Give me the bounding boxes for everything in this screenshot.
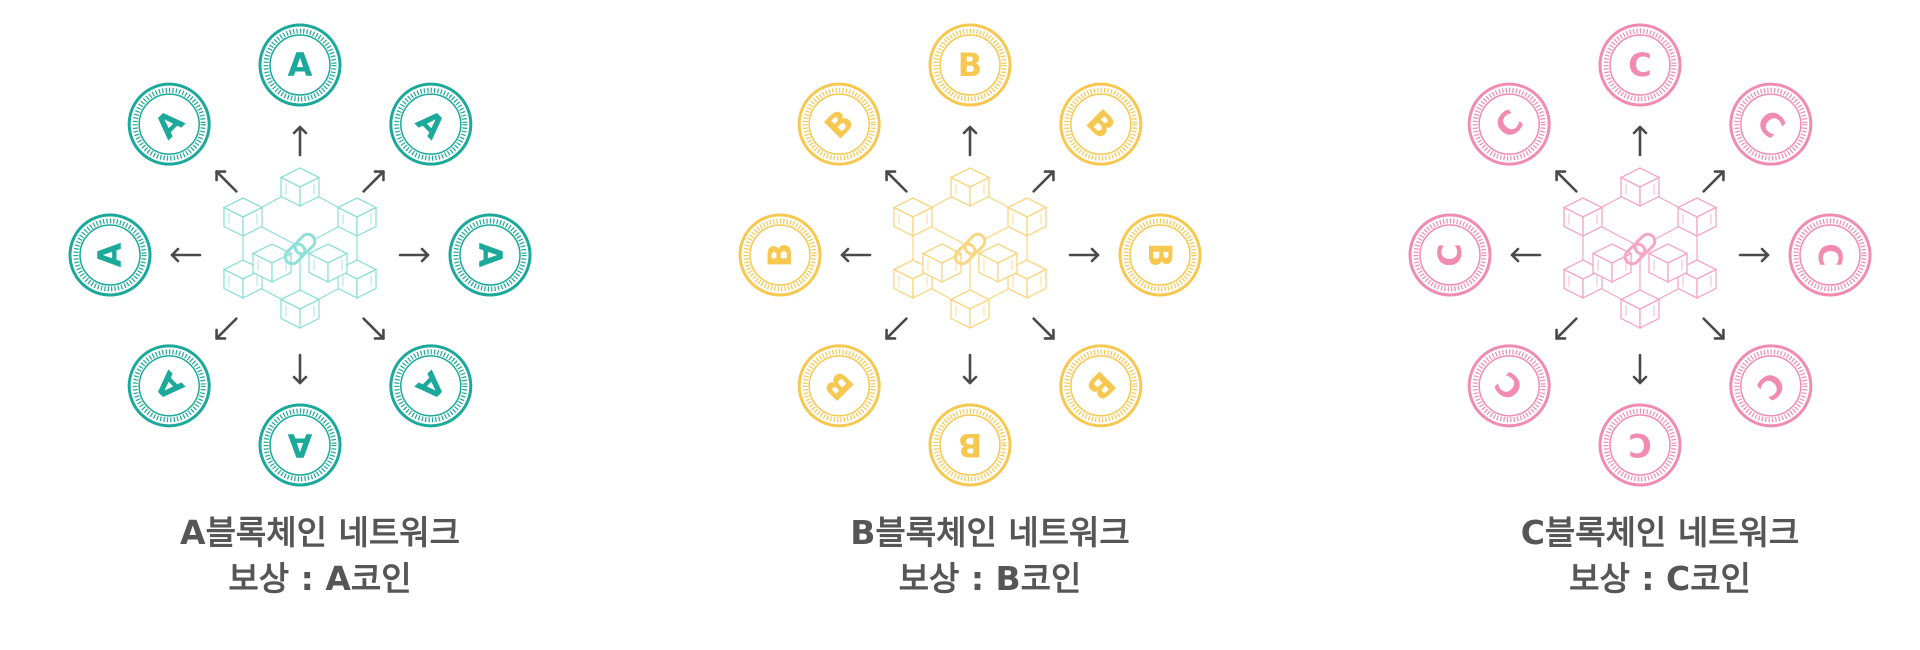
arrow-icon-bottom-a xyxy=(292,353,308,385)
network-panel-b: B B B B B B B B B블록체인 네트워크 보상 : B코인 xyxy=(670,0,1310,650)
coin-icon-left-c: C xyxy=(1408,213,1492,297)
arrow-icon-bottom-left-c xyxy=(1555,317,1578,340)
arrow-icon-right-a xyxy=(398,247,430,263)
svg-text:C: C xyxy=(1628,426,1651,464)
arrow-icon-top-b xyxy=(962,125,978,157)
arrow-icon-top-left-b xyxy=(885,170,908,193)
arrow-icon-top-c xyxy=(1632,125,1648,157)
arrow-icon-bottom-left-a xyxy=(215,317,238,340)
network-title-b: B블록체인 네트워크 xyxy=(850,513,1130,552)
coin-icon-bottom-b: B xyxy=(928,403,1012,487)
coin-icon-top-c: C xyxy=(1598,23,1682,107)
network-caption-b: B블록체인 네트워크 보상 : B코인 xyxy=(670,510,1310,602)
coin-icon-left-a: A xyxy=(68,213,152,297)
coin-icon-bottom-left-b: B xyxy=(797,344,881,428)
block-cluster-b xyxy=(892,167,1048,330)
coin-icon-bottom-c: C xyxy=(1598,403,1682,487)
svg-text:B: B xyxy=(1141,243,1179,267)
arrow-icon-bottom-b xyxy=(962,353,978,385)
svg-text:A: A xyxy=(288,46,313,84)
arrow-icon-right-b xyxy=(1068,247,1100,263)
svg-text:C: C xyxy=(1431,243,1469,266)
svg-text:A: A xyxy=(91,242,129,267)
coin-icon-top-left-b: B xyxy=(797,82,881,166)
network-panel-c: C C C C C C C C C블록체인 네트워크 보상 : C코인 xyxy=(1340,0,1920,650)
coin-icon-top-right-a: A xyxy=(389,82,473,166)
coin-icon-right-b: B xyxy=(1118,213,1202,297)
network-reward-c: 보상 : C코인 xyxy=(1569,559,1751,598)
network-graphic-c: C C C C C C C C xyxy=(1408,23,1872,487)
network-caption-c: C블록체인 네트워크 보상 : C코인 xyxy=(1340,510,1920,602)
coin-icon-right-c: C xyxy=(1788,213,1872,297)
svg-text:C: C xyxy=(1811,243,1849,266)
network-title-c: C블록체인 네트워크 xyxy=(1520,513,1800,552)
network-caption-a: A블록체인 네트워크 보상 : A코인 xyxy=(0,510,640,602)
network-graphic-b: B B B B B B B B xyxy=(738,23,1202,487)
svg-text:B: B xyxy=(958,46,982,84)
chain-link-icon-a xyxy=(283,232,317,266)
network-reward-b: 보상 : B코인 xyxy=(898,559,1082,598)
arrow-icon-bottom-left-b xyxy=(885,317,908,340)
arrow-icon-left-c xyxy=(1510,247,1542,263)
coin-icon-right-a: A xyxy=(448,213,532,297)
chain-link-icon-c xyxy=(1623,232,1657,266)
arrow-icon-bottom-right-b xyxy=(1032,317,1055,340)
svg-text:A: A xyxy=(287,426,312,464)
coin-icon-bottom-a: A xyxy=(258,403,342,487)
coin-icon-top-right-b: B xyxy=(1059,82,1143,166)
network-panel-a: A A A A A A A A A블록체인 네트워크 보상 : A코인 xyxy=(0,0,640,650)
coin-icon-top-b: B xyxy=(928,23,1012,107)
arrow-icon-bottom-c xyxy=(1632,353,1648,385)
arrow-icon-bottom-right-a xyxy=(362,317,385,340)
arrow-icon-top-left-a xyxy=(215,170,238,193)
coin-icon-bottom-right-a: A xyxy=(389,344,473,428)
coin-icon-top-a: A xyxy=(258,23,342,107)
coin-icon-bottom-left-a: A xyxy=(127,344,211,428)
coin-icon-bottom-left-c: C xyxy=(1467,344,1551,428)
svg-text:B: B xyxy=(761,243,799,267)
network-graphic-a: A A A A A A A A xyxy=(68,23,532,487)
coin-icon-bottom-right-b: B xyxy=(1059,344,1143,428)
arrow-icon-top-left-c xyxy=(1555,170,1578,193)
svg-text:B: B xyxy=(958,426,982,464)
svg-text:A: A xyxy=(471,243,509,268)
arrow-icon-bottom-right-c xyxy=(1702,317,1725,340)
arrow-icon-left-b xyxy=(840,247,872,263)
network-title-a: A블록체인 네트워크 xyxy=(180,513,460,552)
arrow-icon-top-right-b xyxy=(1032,170,1055,193)
coin-icon-top-left-c: C xyxy=(1467,82,1551,166)
arrow-icon-left-a xyxy=(170,247,202,263)
coin-icon-left-b: B xyxy=(738,213,822,297)
coin-icon-top-left-a: A xyxy=(127,82,211,166)
coin-icon-bottom-right-c: C xyxy=(1729,344,1813,428)
arrow-icon-top-a xyxy=(292,125,308,157)
arrow-icon-right-c xyxy=(1738,247,1770,263)
arrow-icon-top-right-a xyxy=(362,170,385,193)
block-cluster-c xyxy=(1562,167,1718,330)
network-reward-a: 보상 : A코인 xyxy=(228,559,412,598)
coin-icon-top-right-c: C xyxy=(1729,82,1813,166)
arrow-icon-top-right-c xyxy=(1702,170,1725,193)
block-cluster-a xyxy=(222,167,378,330)
chain-link-icon-b xyxy=(953,232,987,266)
svg-text:C: C xyxy=(1628,46,1651,84)
